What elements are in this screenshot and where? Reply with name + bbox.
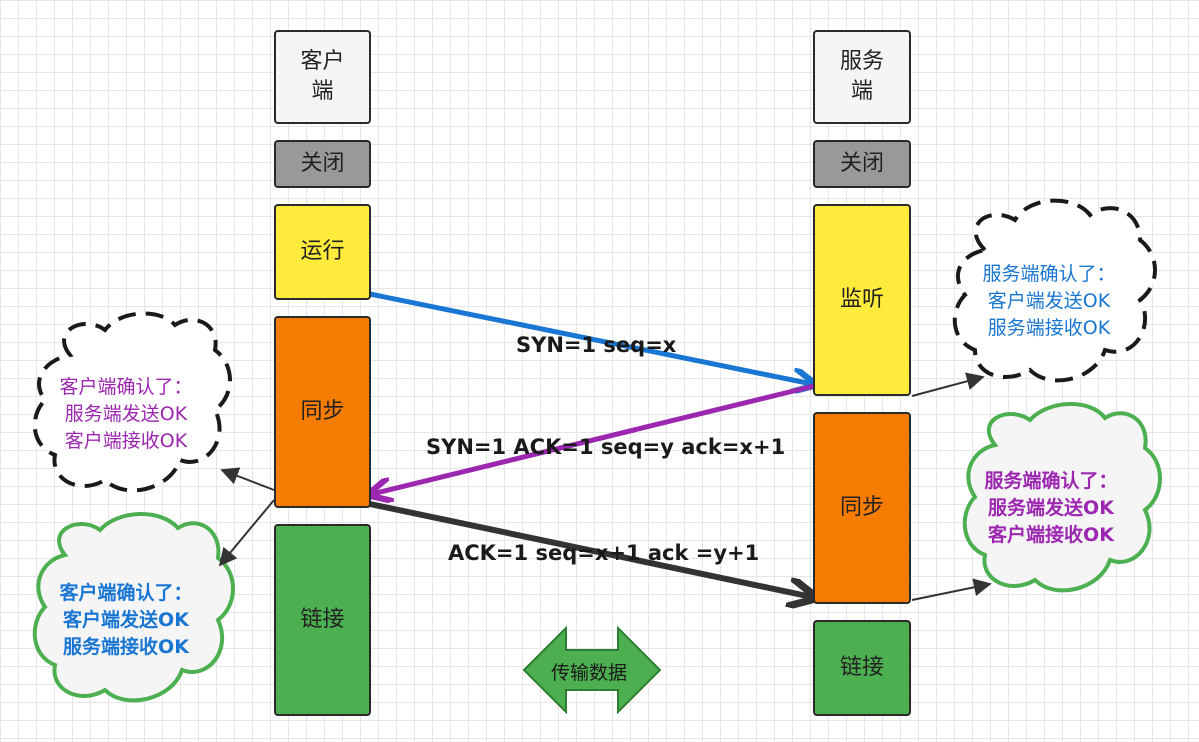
server-header: 服务 端 xyxy=(813,30,911,124)
client-second-cloud xyxy=(32,512,235,703)
server-first-cloud-text: 服务端确认了： 客户端发送OK 服务端接收OK xyxy=(973,261,1125,342)
client-second-cloud-text: 客户端确认了： 客户端发送OK 服务端接收OK xyxy=(50,580,202,661)
server-listen-state: 监听 xyxy=(813,204,911,396)
pointer-server-sync-to-cloud xyxy=(911,578,992,601)
client-header: 客户 端 xyxy=(274,30,371,124)
cloud-line: 客户端发送OK xyxy=(987,290,1111,312)
server-second-cloud xyxy=(962,402,1162,593)
cloud-line: 服务端确认了： xyxy=(984,470,1118,492)
ack-message-label: ACK=1 seq=x+1 ack =y+1 xyxy=(448,541,760,565)
cloud-line: 服务端确认了： xyxy=(982,263,1116,285)
pointer-server-listen-to-cloud xyxy=(911,372,985,397)
cloud-line: 服务端接收OK xyxy=(987,317,1111,339)
client-running-state: 运行 xyxy=(274,204,371,300)
client-link-state: 链接 xyxy=(274,524,371,716)
cloud-line: 客户端确认了： xyxy=(59,582,193,604)
server-link-state: 链接 xyxy=(813,620,911,716)
cloud-line: 客户端接收OK xyxy=(988,524,1114,546)
cloud-line: 服务端发送OK xyxy=(988,497,1114,519)
transfer-double-arrow xyxy=(522,625,662,715)
syn-ack-arrow xyxy=(372,383,815,494)
server-first-cloud xyxy=(952,198,1157,383)
cloud-line: 客户端接收OK xyxy=(64,430,188,452)
pointer-client-sync-to-cloud xyxy=(220,467,275,491)
server-second-cloud-text: 服务端确认了： 服务端发送OK 客户端接收OK xyxy=(975,468,1127,549)
syn-message-label: SYN=1 seq=x xyxy=(516,333,677,357)
client-first-cloud xyxy=(32,311,232,493)
client-sync-state: 同步 xyxy=(274,316,371,508)
pointer-client-link-to-cloud xyxy=(218,499,275,567)
cloud-line: 客户端发送OK xyxy=(63,609,189,631)
cloud-line: 服务端接收OK xyxy=(63,636,189,658)
server-sync-state: 同步 xyxy=(813,412,911,604)
cloud-line: 服务端发送OK xyxy=(64,403,188,425)
cloud-line: 客户端确认了： xyxy=(59,376,193,398)
client-closed-state: 关闭 xyxy=(274,140,371,188)
syn-arrow xyxy=(369,291,812,384)
ack-arrow xyxy=(369,501,812,597)
syn-ack-message-label: SYN=1 ACK=1 seq=y ack=x+1 xyxy=(426,435,786,459)
server-closed-state: 关闭 xyxy=(813,140,911,188)
client-first-cloud-text: 客户端确认了： 服务端发送OK 客户端接收OK xyxy=(50,374,202,455)
transfer-data-label: 传输数据 xyxy=(551,662,628,684)
